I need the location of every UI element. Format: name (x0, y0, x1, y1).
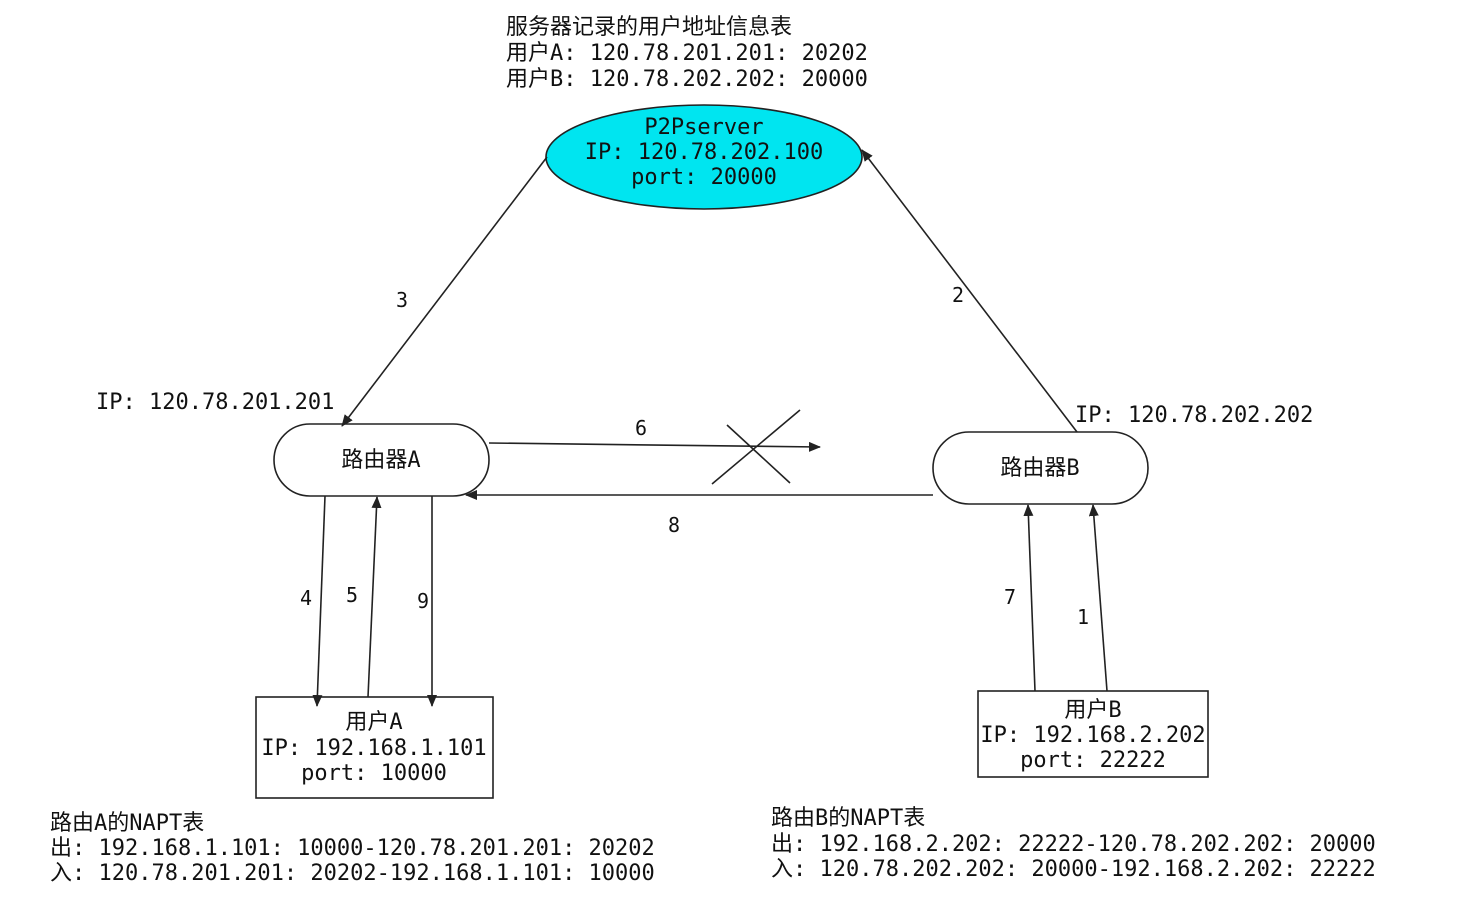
step-label-8: 8 (668, 513, 680, 537)
router-b-label: 路由器B (1000, 456, 1079, 481)
napt-table-b: 路由B的NAPT表 出: 192.168.2.202: 22222-120.78… (771, 806, 1376, 882)
user-b-port: port: 22222 (1020, 748, 1166, 773)
user-b: 用户B IP: 192.168.2.202 port: 22222 (977, 690, 1209, 778)
arrow-step-5 (367, 496, 382, 698)
arrow-step-3 (341, 156, 548, 427)
user-b-box (977, 690, 1209, 778)
napt-b-title: 路由B的NAPT表 (771, 806, 925, 831)
step-label-5: 5 (346, 583, 358, 607)
server-table-title: 服务器记录的用户地址信息表 (506, 15, 792, 40)
step-label-6: 6 (635, 416, 647, 440)
arrow-step-2 (861, 149, 1078, 433)
user-b-label: 用户B (1064, 698, 1121, 723)
router-b: IP: 120.78.202.202 路由器B (932, 403, 1313, 505)
router-b-public-ip: IP: 120.78.202.202 (1075, 403, 1313, 428)
router-a-shape (273, 423, 490, 497)
user-a-label: 用户A (345, 710, 402, 735)
user-a-box (255, 696, 494, 799)
step-label-4: 4 (300, 586, 312, 610)
arrow-step-4 (312, 495, 326, 707)
router-a-public-ip: IP: 120.78.201.201 (96, 390, 334, 415)
router-b-shape (932, 431, 1149, 505)
router-a: IP: 120.78.201.201 路由器A (96, 390, 490, 497)
p2p-server-port: port: 20000 (631, 165, 777, 190)
p2p-server-ip: IP: 120.78.202.100 (585, 140, 823, 165)
p2p-server: P2Pserver IP: 120.78.202.100 port: 20000 (545, 104, 863, 210)
napt-a-out: 出: 192.168.1.101: 10000-120.78.201.201: … (50, 836, 655, 861)
user-b-ip: IP: 192.168.2.202 (980, 723, 1205, 748)
step-label-2: 2 (952, 283, 964, 307)
arrows (312, 149, 1108, 707)
user-a: 用户A IP: 192.168.1.101 port: 10000 (255, 696, 494, 799)
napt-a-in: 入: 120.78.201.201: 20202-192.168.1.101: … (50, 861, 655, 886)
blocked-cross-icon (711, 409, 801, 485)
arrow-step-1 (1088, 504, 1108, 692)
napt-a-title: 路由A的NAPT表 (50, 811, 204, 836)
user-a-ip: IP: 192.168.1.101 (261, 736, 486, 761)
step-labels: 1 2 3 4 5 6 7 8 9 (300, 283, 1089, 629)
blocked-cross-stroke-1 (726, 424, 791, 484)
napt-table-a: 路由A的NAPT表 出: 192.168.1.101: 10000-120.78… (50, 811, 655, 886)
server-table-user-b: 用户B: 120.78.202.202: 20000 (506, 67, 868, 92)
server-address-table: 服务器记录的用户地址信息表 用户A: 120.78.201.201: 20202… (506, 15, 868, 92)
blocked-cross-stroke-2 (711, 409, 801, 485)
router-a-label: 路由器A (341, 448, 420, 473)
step-label-1: 1 (1077, 605, 1089, 629)
step-label-7: 7 (1004, 585, 1016, 609)
arrow-step-6 (488, 441, 821, 452)
step-label-3: 3 (396, 288, 408, 312)
user-a-port: port: 10000 (301, 761, 447, 786)
napt-b-in: 入: 120.78.202.202: 20000-192.168.2.202: … (771, 857, 1376, 882)
p2p-server-name: P2Pserver (644, 115, 763, 140)
arrow-step-7 (1023, 504, 1036, 692)
napt-b-out: 出: 192.168.2.202: 22222-120.78.202.202: … (771, 832, 1376, 857)
server-table-user-a: 用户A: 120.78.201.201: 20202 (506, 41, 868, 66)
step-label-9: 9 (417, 589, 429, 613)
